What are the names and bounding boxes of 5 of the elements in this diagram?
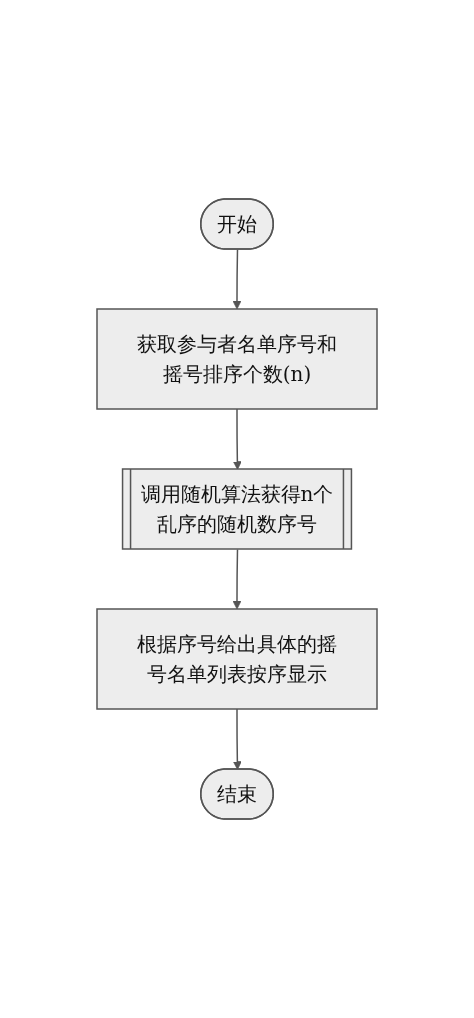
node-box: 获取参与者名单序号和摇号排序个数(n) [96, 308, 378, 410]
arrow [232, 408, 242, 470]
node-box: 根据序号给出具体的摇号名单列表按序显示 [96, 608, 378, 710]
arrow [232, 248, 242, 310]
arrow [232, 708, 242, 770]
